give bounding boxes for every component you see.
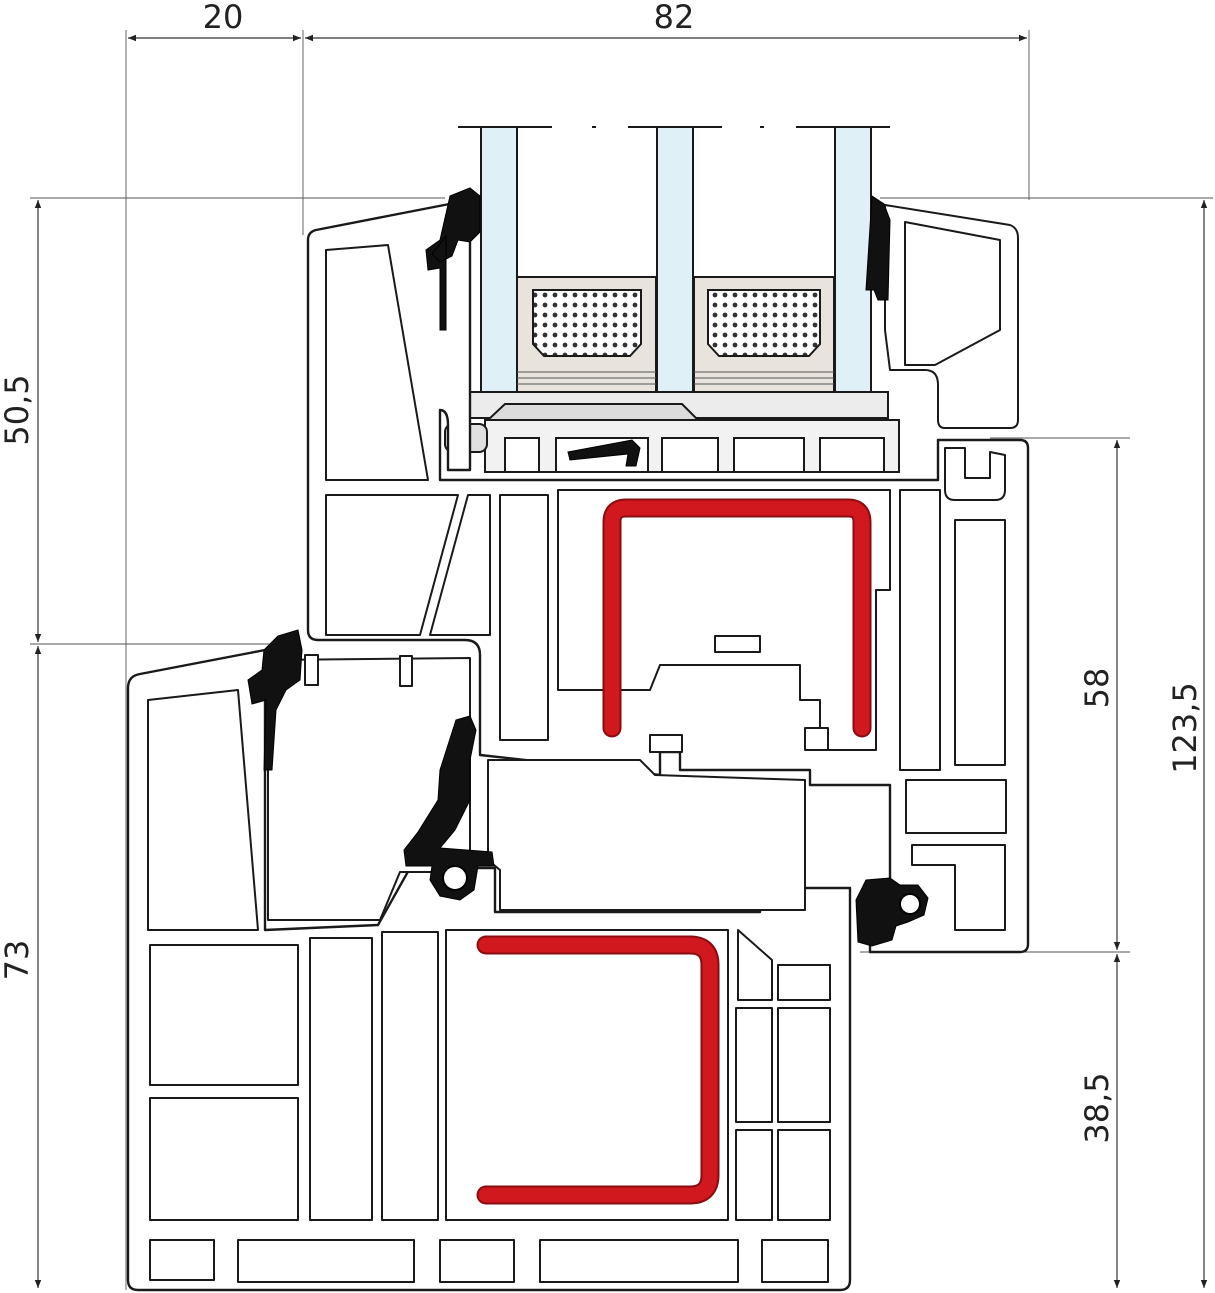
sash-profile: [306, 198, 1030, 954]
glass-pane-inner: [834, 126, 872, 393]
gasket-outer-glazing: [425, 187, 481, 331]
frame-details: [304, 635, 829, 753]
dim-label-50-5: 50,5: [0, 374, 36, 445]
dim-label-58: 58: [1078, 668, 1116, 709]
steel-reinforcement-frame: [476, 935, 720, 1205]
dim-label-82: 82: [654, 0, 695, 36]
dim-label-20: 20: [203, 0, 244, 36]
frame-profile: [126, 648, 852, 1292]
gasket-frame-outer: [247, 629, 303, 771]
dim-label-73: 73: [0, 940, 36, 981]
glass-pane-middle: [656, 126, 694, 393]
dim-label-38-5: 38,5: [1078, 1072, 1116, 1143]
steel-reinforcement-sash: [602, 498, 872, 738]
gasket-center-seal: [403, 715, 495, 901]
gasket-inner-glazing: [865, 195, 891, 301]
dim-label-123-5: 123,5: [1166, 682, 1204, 774]
gaskets: [247, 187, 929, 947]
glazing-bead: [444, 419, 900, 473]
triple-glazing: [458, 126, 890, 421]
glass-pane-outer: [480, 126, 518, 393]
